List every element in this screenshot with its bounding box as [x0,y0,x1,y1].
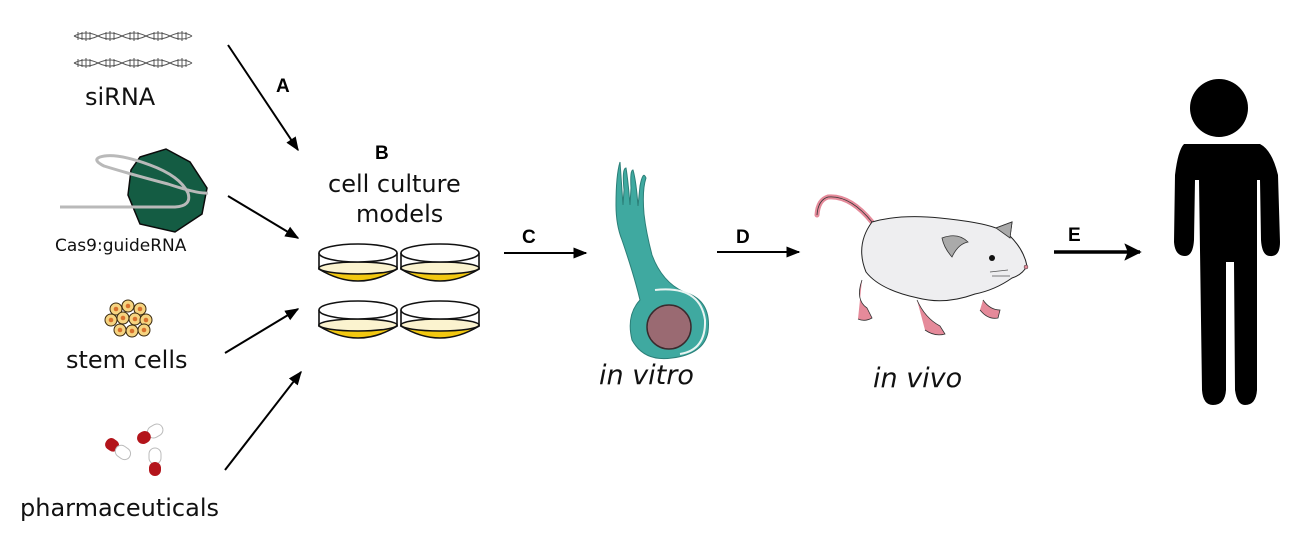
step-a-label: A [276,76,290,97]
arrow-pharma-to-culture [224,370,302,471]
step-e-label: E [1068,225,1081,246]
arrow-sirna-to-culture [227,44,299,152]
step-b-label: B [375,143,389,164]
stem-cells-label: stem cells [66,346,188,374]
step-d-label: D [736,227,750,248]
culture-dish [400,243,480,282]
neuron-cell-icon [615,161,709,360]
cas9-protein-icon [60,148,209,233]
sirna-label: siRNA [85,83,156,111]
step-c-label: C [522,227,536,248]
pharmaceuticals-label: pharmaceuticals [20,494,220,522]
culture-dish [318,300,398,339]
arrow-cas9-to-culture [227,195,300,239]
dna-strands-icon [73,31,193,68]
cas9-label: Cas9:guideRNA [55,236,187,256]
culture-dish [400,300,480,339]
in-vitro-label: in vitro [599,360,694,391]
mouse-icon [814,194,1029,336]
dna-strand-top [73,31,193,41]
stem-cell-cluster-icon [104,299,153,338]
capsule-pills-icon [105,423,164,476]
arrow-stem-to-culture [224,308,300,354]
cell-culture-label-line2: models [356,200,444,228]
dna-strand-bottom [73,58,193,68]
cell-culture-label-line1: cell culture [328,170,461,198]
culture-dish [318,243,398,282]
human-figure-icon [1174,79,1280,405]
culture-dishes-icon [318,243,480,339]
in-vivo-label: in vivo [873,363,963,394]
